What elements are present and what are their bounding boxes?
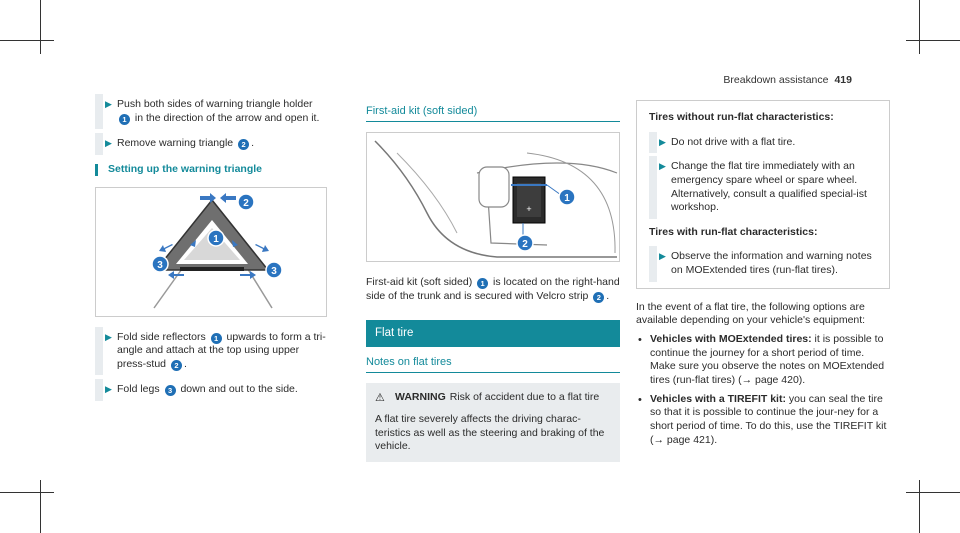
column-2: First-aid kit (soft sided) + 1 2 First-a… <box>366 104 620 463</box>
warning-triangle-figure: 2 1 3 3 <box>95 186 327 317</box>
play-arrow-icon: ▶ <box>659 251 666 262</box>
callout-badge-1: 1 <box>477 278 489 290</box>
play-arrow-icon: ▶ <box>105 99 112 109</box>
figure-callout-2: 2 <box>243 198 249 209</box>
tire-info-box: Tires without run-flat characteristics: … <box>636 100 890 289</box>
step-text: Remove warning triangle 2. <box>117 137 254 151</box>
instruction-step: ▶ Fold side reflectors 1 upwards to form… <box>95 326 327 376</box>
instruction-step: ▶ Fold legs 3 down and out to the side. <box>95 379 327 402</box>
crop-mark <box>40 480 41 533</box>
list-item: • Vehicles with a TIREFIT kit: you can s… <box>638 392 887 446</box>
warning-title: Risk of accident due to a flat tire <box>449 390 600 403</box>
figure-callout-3-left: 3 <box>157 260 163 271</box>
section-heading: Setting up the warning triangle <box>95 163 327 177</box>
callout-badge-1: 1 <box>119 113 130 125</box>
column-3: Tires without run-flat characteristics: … <box>636 100 890 447</box>
column-1: ▶ Push both sides of warning triangle ho… <box>95 94 327 409</box>
first-aid-paragraph: First-aid kit (soft sided) 1 is located … <box>366 276 620 303</box>
step-text: Fold legs 3 down and out to the side. <box>117 383 298 397</box>
step-text: Change the flat tire immediately with an… <box>671 160 867 214</box>
step-text: Push both sides of warning triangle hold… <box>117 98 320 125</box>
first-aid-kit-figure: + 1 2 <box>366 132 620 263</box>
crop-mark <box>919 480 920 533</box>
page-header: Breakdown assistance 419 <box>723 74 852 88</box>
play-arrow-icon: ▶ <box>659 161 666 172</box>
options-paragraph: In the event of a flat tire, the followi… <box>636 300 866 327</box>
heading-marker <box>95 163 98 176</box>
list-item: • Vehicles with MOExtended tires: it is … <box>638 333 885 386</box>
step-bar <box>95 94 103 130</box>
play-arrow-icon: ▶ <box>105 384 112 395</box>
step-bar <box>95 133 103 155</box>
callout-badge-2: 2 <box>593 291 605 303</box>
subsection-heading: First-aid kit (soft sided) <box>366 104 620 123</box>
step-bar <box>649 246 657 282</box>
step-bar <box>95 326 103 376</box>
step-bar <box>649 131 657 154</box>
callout-badge-2: 2 <box>238 139 250 151</box>
callout-badge-3: 3 <box>164 385 176 397</box>
callout-badge-1: 1 <box>210 332 222 344</box>
step-text: Observe the information and warning note… <box>671 250 872 277</box>
warning-triangle-illustration: 2 1 3 3 <box>151 192 283 308</box>
callout-badge-2: 2 <box>170 359 182 371</box>
step-bar <box>95 379 103 402</box>
figure-callout-1: 1 <box>213 234 219 245</box>
play-arrow-icon: ▶ <box>105 138 112 149</box>
section-band: Flat tire <box>366 319 620 347</box>
bullet-icon: • <box>638 334 642 347</box>
page-number: 419 <box>834 74 852 86</box>
section-title: Breakdown assistance <box>723 74 829 86</box>
crop-mark <box>919 0 920 54</box>
instruction-step: ▶ Change the flat tire immediately with … <box>649 156 877 219</box>
svg-text:+: + <box>526 204 531 214</box>
trunk-illustration: + 1 2 <box>374 140 618 259</box>
warning-body: A flat tire severely affects the driving… <box>375 413 605 453</box>
instruction-step: ▶ Observe the information and warning no… <box>649 246 877 282</box>
bullet-icon: • <box>638 393 642 406</box>
subsection-heading: Notes on flat tires <box>366 355 620 373</box>
figure-callout-1: 1 <box>564 193 570 204</box>
figure-callout-2: 2 <box>522 239 528 250</box>
step-text: Fold side reflectors 1 upwards to form a… <box>117 330 326 371</box>
info-heading: Tires without run-flat characteristics: <box>649 111 834 123</box>
info-heading: Tires with run-flat characteristics: <box>649 225 818 238</box>
play-arrow-icon: ▶ <box>105 331 112 342</box>
crop-mark <box>906 40 960 41</box>
warning-icon: ⚠ <box>375 391 385 404</box>
crop-mark <box>40 0 41 54</box>
instruction-step: ▶ Push both sides of warning triangle ho… <box>95 94 327 130</box>
play-arrow-icon: ▶ <box>659 136 666 147</box>
figure-callout-3-right: 3 <box>271 266 277 277</box>
step-text: Do not drive with a flat tire. <box>671 135 796 148</box>
step-bar <box>649 156 657 219</box>
crop-mark <box>0 40 54 41</box>
crop-mark <box>0 492 54 493</box>
crop-mark <box>906 492 960 493</box>
instruction-step: ▶ Remove warning triangle 2. <box>95 133 327 155</box>
warning-label: WARNING <box>395 390 446 403</box>
instruction-step: ▶ Do not drive with a flat tire. <box>649 131 877 154</box>
